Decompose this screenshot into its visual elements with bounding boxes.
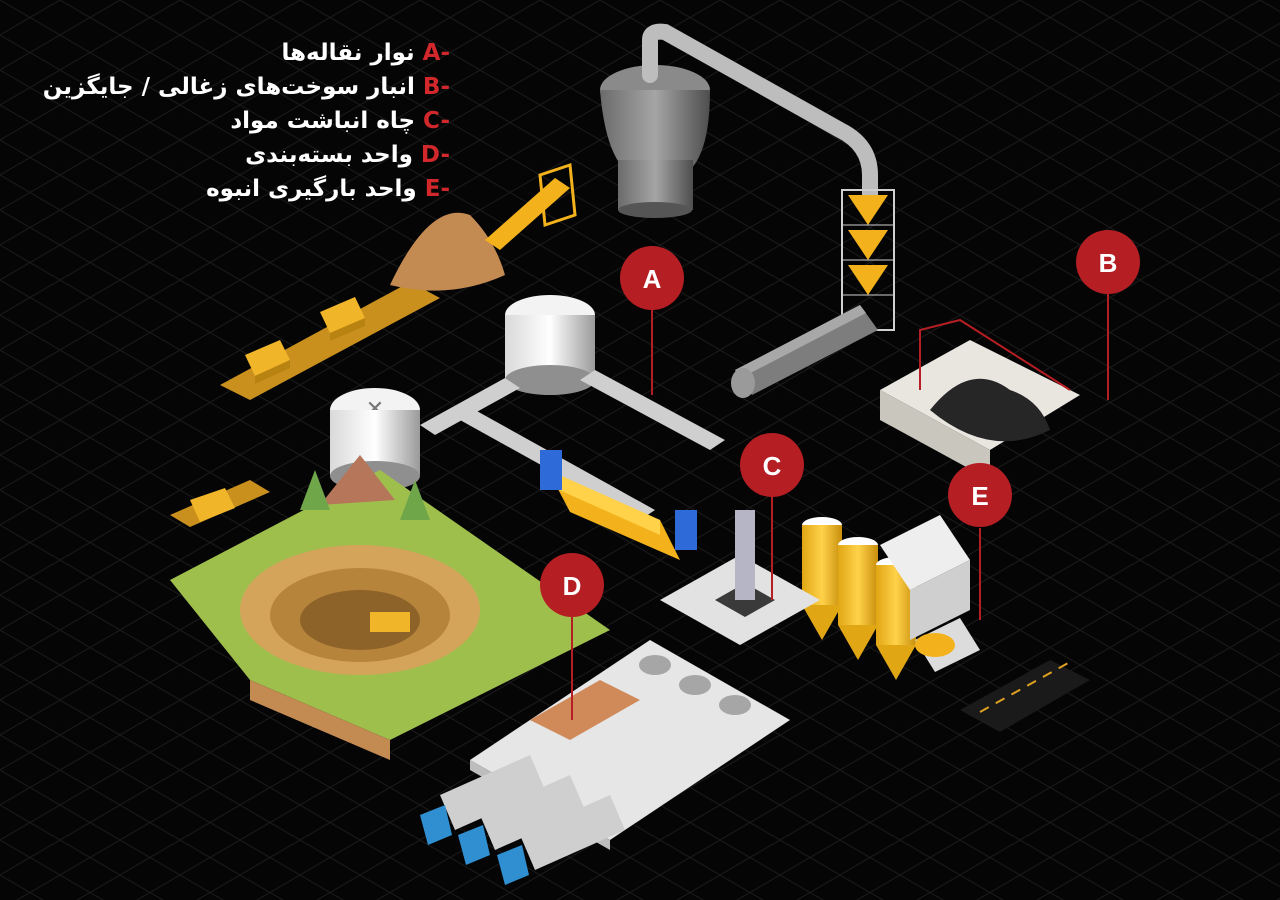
- marker-pin-b[interactable]: B: [1076, 230, 1140, 294]
- dump-truck: [190, 488, 235, 522]
- marker-label: D: [563, 571, 582, 601]
- rotary-kiln: [731, 305, 878, 398]
- marker-label: B: [1099, 248, 1118, 278]
- raw-material-pile: [390, 212, 505, 291]
- dump-truck: [320, 297, 365, 341]
- legend-label: انبار سوخت‌های زغالی / جایگزین: [42, 74, 415, 100]
- dump-truck: [245, 340, 290, 384]
- marker-pin-a[interactable]: A: [620, 246, 684, 310]
- coal-storage: [880, 340, 1080, 480]
- cement-silo: [802, 517, 842, 640]
- marker-pin-d[interactable]: D: [540, 553, 604, 617]
- bulk-tanker-truck: [915, 618, 980, 672]
- ball-mill: [540, 450, 697, 560]
- marker-label: A: [643, 264, 662, 294]
- cyclone-silo: [600, 65, 710, 218]
- legend-label: چاه انباشت مواد: [230, 108, 416, 134]
- legend-item-e: E- واحد بارگیری انبوه: [43, 172, 450, 206]
- legend-code: B-: [422, 74, 450, 100]
- white-storage-silo: [505, 295, 595, 395]
- open-pit-mine: [170, 470, 610, 760]
- delivery-truck: [458, 775, 585, 865]
- road: [960, 660, 1090, 732]
- legend-item-b: B- انبار سوخت‌های زغالی / جایگزین: [43, 70, 450, 104]
- preheater-tower: [841, 189, 895, 331]
- cement-silo: [838, 537, 878, 660]
- legend-label: واحد بسته‌بندی: [245, 142, 413, 168]
- material-pit: [660, 510, 820, 645]
- legend-code: E-: [424, 176, 450, 202]
- legend-item-a: A- نوار نقاله‌ها: [43, 36, 450, 70]
- legend-item-c: C- چاه انباشت مواد: [43, 104, 450, 138]
- marker-label: C: [763, 451, 782, 481]
- legend-code: C-: [423, 108, 450, 134]
- marker-pin-c[interactable]: C: [740, 433, 804, 497]
- legend-code: A-: [422, 40, 450, 66]
- legend-label: واحد بارگیری انبوه: [206, 176, 417, 202]
- legend-item-d: D- واحد بسته‌بندی: [43, 138, 450, 172]
- delivery-truck: [497, 795, 625, 885]
- delivery-truck: [420, 755, 545, 845]
- feed-conveyor: [485, 162, 577, 250]
- transport-pipe: [642, 23, 878, 208]
- legend-code: D-: [420, 142, 450, 168]
- bulk-loading-building: [880, 515, 970, 640]
- hill: [300, 455, 430, 520]
- marker-pin-e[interactable]: E: [948, 463, 1012, 527]
- marker-label: E: [971, 481, 988, 511]
- legend-label: نوار نقاله‌ها: [281, 40, 415, 66]
- legend: A- نوار نقاله‌ها B- انبار سوخت‌های زغالی /…: [43, 36, 450, 206]
- marker-lines: [571, 288, 1109, 720]
